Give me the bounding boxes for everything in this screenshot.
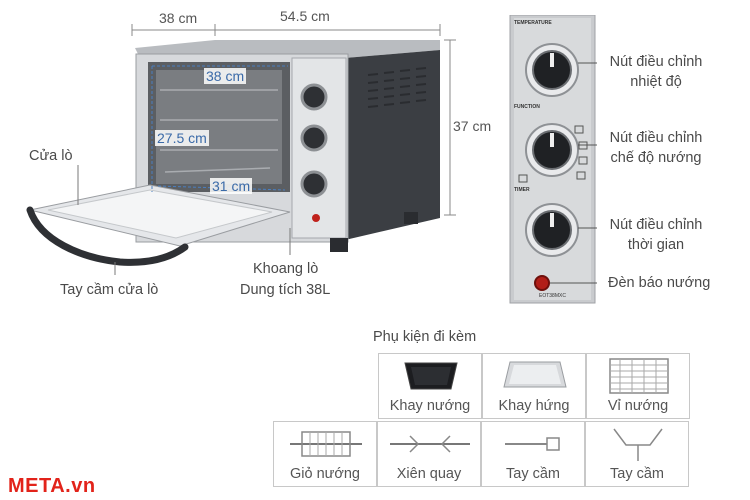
indicator-lamp-label: Đèn báo nướng — [608, 275, 711, 291]
accessory-baking-tray: Khay nướng — [378, 353, 482, 419]
accessory-spit-handle: Tay cầm — [481, 421, 585, 487]
wire-rack-icon — [609, 358, 669, 394]
function-knob-label: Nút điều chỉnh chế độ nướng — [609, 130, 703, 166]
temperature-knob — [525, 43, 579, 97]
dimension-lines — [131, 24, 456, 216]
function-knob — [518, 123, 588, 183]
accessory-rotisserie-basket: Giỏ nướng — [273, 421, 377, 487]
brand-logo: META.vn — [8, 475, 96, 497]
capacity-label: Dung tích 38L — [240, 282, 331, 298]
temperature-knob-label: Nút điều chỉnh nhiệt độ — [609, 54, 703, 90]
oven-illustration — [26, 24, 456, 275]
temperature-caption: TEMPERATURE — [514, 20, 552, 26]
rotisserie-spit-icon — [390, 435, 470, 453]
door-label: Cửa lò — [29, 148, 73, 164]
inner-dimension-guides — [151, 65, 288, 192]
accessory-wire-rack: Vỉ nướng — [586, 353, 690, 419]
accessory-rotisserie-spit: Xiên quay — [377, 421, 481, 487]
function-caption: FUNCTION — [514, 104, 540, 110]
oven-door — [26, 184, 291, 266]
timer-knob — [525, 203, 579, 257]
accessories-title: Phụ kiện đi kèm — [373, 329, 477, 345]
width-dimension: 54.5 cm — [280, 8, 330, 24]
inner-width-dimension: 38 cm — [204, 68, 247, 84]
height-dimension: 37 cm — [453, 118, 492, 134]
inner-depth-dimension: 27.5 cm — [155, 130, 209, 146]
baking-tray-icon — [404, 362, 458, 390]
accessory-tray-handle: Tay cầm — [585, 421, 689, 487]
control-panel — [509, 15, 597, 304]
tray-handle-icon — [613, 428, 663, 461]
drip-tray-icon — [503, 361, 567, 388]
timer-knob-label: Nút điều chỉnh thời gian — [609, 217, 703, 253]
model-number: EOT38MXC — [539, 293, 566, 299]
depth-dimension: 38 cm — [159, 10, 198, 26]
accessory-drip-tray: Khay hứng — [482, 353, 586, 419]
door-handle-label: Tay cầm cửa lò — [60, 282, 159, 298]
inner-bottom-dimension: 31 cm — [210, 178, 253, 194]
spit-handle-icon — [505, 437, 560, 451]
rotisserie-basket-icon — [290, 431, 362, 457]
timer-caption: TIMER — [514, 187, 530, 193]
cavity-label: Khoang lò — [253, 261, 319, 277]
